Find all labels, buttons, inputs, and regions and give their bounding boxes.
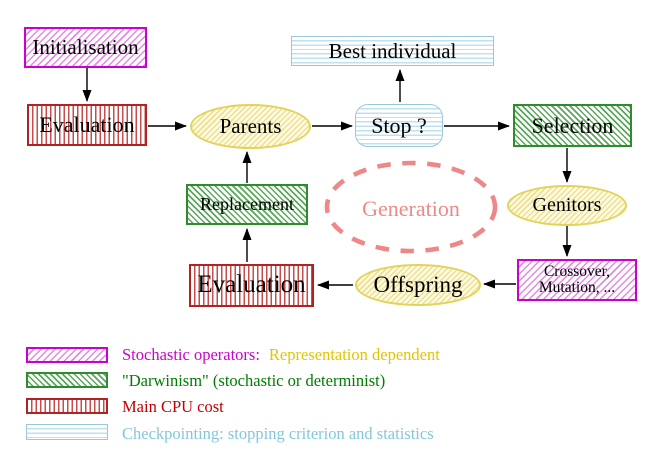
- node-genitors-label: Genitors: [532, 194, 602, 216]
- node-selection-label: Selection: [531, 112, 614, 138]
- node-initialisation-label: Initialisation: [32, 35, 139, 60]
- legend-label-stochastic: Stochastic operators: Representation depe…: [122, 345, 440, 365]
- node-parents-label: Parents: [219, 114, 282, 139]
- node-offspring-label: Offspring: [373, 271, 463, 297]
- legend-swatch-stochastic: [26, 347, 108, 363]
- legend-label-checkpointing: Checkpointing: stopping criterion and st…: [122, 424, 434, 443]
- node-evaluation-top-label: Evaluation: [39, 112, 135, 138]
- legend-swatch-cpu: [26, 398, 108, 414]
- node-stop: Stop ?: [355, 104, 443, 147]
- node-offspring: Offspring: [355, 264, 481, 306]
- node-best-individual: Best individual: [291, 36, 494, 66]
- legend-stochastic-text: Stochastic operators:: [122, 345, 260, 364]
- node-replacement: Replacement: [186, 184, 308, 225]
- legend-swatch-checkpointing: [26, 424, 108, 440]
- node-stop-label: Stop ?: [371, 112, 427, 138]
- legend-swatch-darwinism: [26, 372, 108, 388]
- generation-loop-label: Generation: [362, 196, 460, 221]
- legend-label-cpu: Main CPU cost: [122, 397, 224, 416]
- node-crossover-line2: Mutation, ...: [538, 279, 616, 296]
- node-initialisation: Initialisation: [24, 27, 147, 68]
- legend-representation-text: Representation dependent: [268, 345, 440, 364]
- node-evaluation-top: Evaluation: [27, 104, 147, 146]
- node-replacement-label: Replacement: [200, 194, 294, 215]
- node-best-individual-label: Best individual: [328, 38, 457, 63]
- node-parents: Parents: [190, 104, 311, 149]
- node-crossover-line1: Crossover,: [543, 262, 611, 280]
- node-crossover-mutation: Crossover, Mutation, ...: [517, 259, 637, 301]
- node-selection: Selection: [513, 104, 632, 147]
- legend-label-darwinism: "Darwinism" (stochastic or determinist): [122, 371, 386, 390]
- node-evaluation-bottom-label: Evaluation: [197, 271, 306, 299]
- node-evaluation-bottom: Evaluation: [189, 264, 314, 307]
- node-genitors: Genitors: [507, 185, 627, 226]
